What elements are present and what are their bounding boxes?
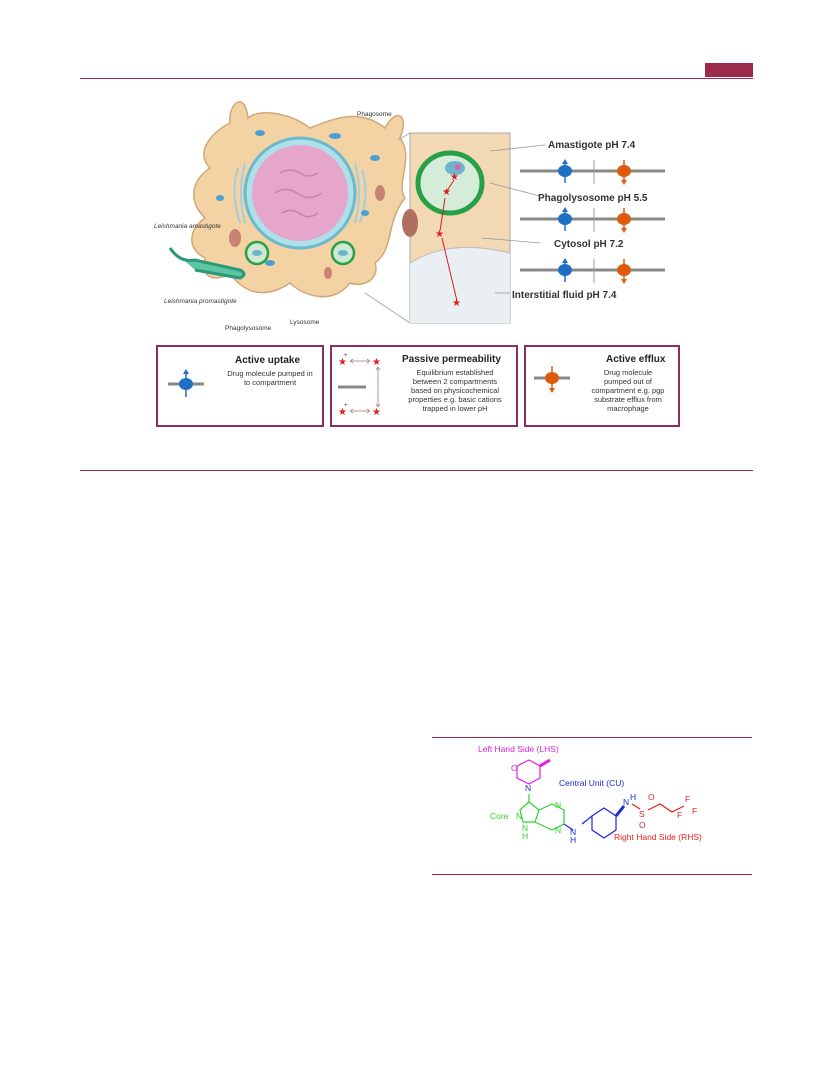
- charge-sign: +: [344, 353, 348, 359]
- promastigote: [168, 247, 246, 280]
- legend-uptake-title: Active uptake: [235, 355, 301, 366]
- chem-bottom-rule: [432, 874, 752, 875]
- macrophage-figure: Phagosome Leishmania amastigote Leishman…: [150, 88, 690, 433]
- svg-text:★: ★: [338, 357, 347, 368]
- membrane-row: [520, 258, 665, 284]
- svg-text:★: ★: [372, 407, 381, 418]
- legend-passive-title: Passive permeability: [402, 354, 501, 365]
- compartment-amastigote: Amastigote pH 7.4: [548, 140, 636, 151]
- legend-efflux-desc: pumped out of: [604, 377, 652, 386]
- atom: O: [639, 820, 646, 830]
- atom: N: [623, 797, 629, 807]
- label-rhs: Right Hand Side (RHS): [614, 832, 702, 842]
- drug-stars: ★ ★ ★ ★: [435, 172, 461, 309]
- atom: N: [516, 811, 522, 821]
- svg-text:★: ★: [338, 407, 347, 418]
- legend-passive-desc: Equilibrium established: [416, 368, 494, 377]
- legend-efflux-desc: compartment e.g. pgp: [591, 386, 665, 395]
- chemical-structure: Left Hand Side (LHS) Central Unit (CU) C…: [432, 738, 752, 874]
- legend-efflux-title: Active efflux: [606, 354, 666, 365]
- molecule: O N N N H N N N H N H S O O F F: [511, 758, 697, 845]
- atom: N: [522, 823, 528, 833]
- header-rule: [80, 78, 753, 79]
- atom: F: [677, 810, 682, 820]
- legend-passive-desc: between 2 compartments: [412, 377, 498, 386]
- section-rule: [80, 470, 753, 471]
- svg-text:★: ★: [372, 357, 381, 368]
- legend-active-efflux: Active efflux Drug molecule pumped out o…: [524, 345, 680, 427]
- atom: N: [570, 827, 576, 837]
- label-core: Core: [490, 811, 509, 821]
- atom: H: [522, 831, 528, 841]
- label-promastigote: Leishmania promastigote: [164, 298, 237, 305]
- label-lhs: Left Hand Side (LHS): [478, 744, 559, 754]
- header-tab: [705, 63, 753, 77]
- legend-efflux-desc: substrate efflux from: [594, 395, 662, 404]
- atom: O: [648, 792, 655, 802]
- atom: O: [511, 763, 518, 773]
- label-lysosome: Lysosome: [290, 319, 320, 326]
- label-phagosome: Phagosome: [357, 111, 392, 118]
- legend-passive-desc: based on physicochemical: [411, 386, 499, 395]
- legend-efflux-desc: macrophage: [607, 404, 649, 413]
- star: ★: [452, 298, 461, 309]
- compartment-interstitial: Interstitial fluid pH 7.4: [512, 290, 617, 301]
- star: ★: [442, 187, 451, 198]
- compartment-cytosol: Cytosol pH 7.2: [554, 239, 624, 250]
- compartment-phagolysosome: Phagolysosome pH 5.5: [538, 193, 648, 204]
- atom: H: [630, 792, 636, 802]
- legend-uptake-desc: to compartment: [243, 378, 297, 387]
- label-phagolysosome: Phagolysosome: [225, 325, 272, 332]
- atom: H: [570, 835, 576, 845]
- legend-passive-desc: properties e.g. basic cations: [408, 395, 502, 404]
- atom: N: [555, 800, 561, 810]
- legend-passive: ★ + ★ ★ + ★ Passive permeability Equilib…: [330, 345, 518, 427]
- atom: S: [639, 809, 645, 819]
- membrane-row: [520, 159, 665, 185]
- star: ★: [435, 229, 444, 240]
- label-amastigote: Leishmania amastigote: [154, 223, 221, 230]
- atom: F: [685, 794, 690, 804]
- legend-efflux-desc: Drug molecule: [603, 368, 653, 377]
- legend-passive-desc: trapped in lower pH: [422, 404, 488, 413]
- legend-uptake-desc: Drug molecule pumped in: [227, 369, 313, 378]
- membrane-row: [520, 207, 665, 233]
- atom: F: [692, 806, 697, 816]
- chem-top-rule: [432, 737, 752, 738]
- charge-sign: +: [344, 403, 348, 409]
- legend-active-uptake: Active uptake Drug molecule pumped in to…: [156, 345, 324, 427]
- label-cu: Central Unit (CU): [559, 778, 625, 788]
- star: ★: [450, 172, 459, 183]
- atom: N: [555, 825, 561, 835]
- atom: N: [525, 783, 531, 793]
